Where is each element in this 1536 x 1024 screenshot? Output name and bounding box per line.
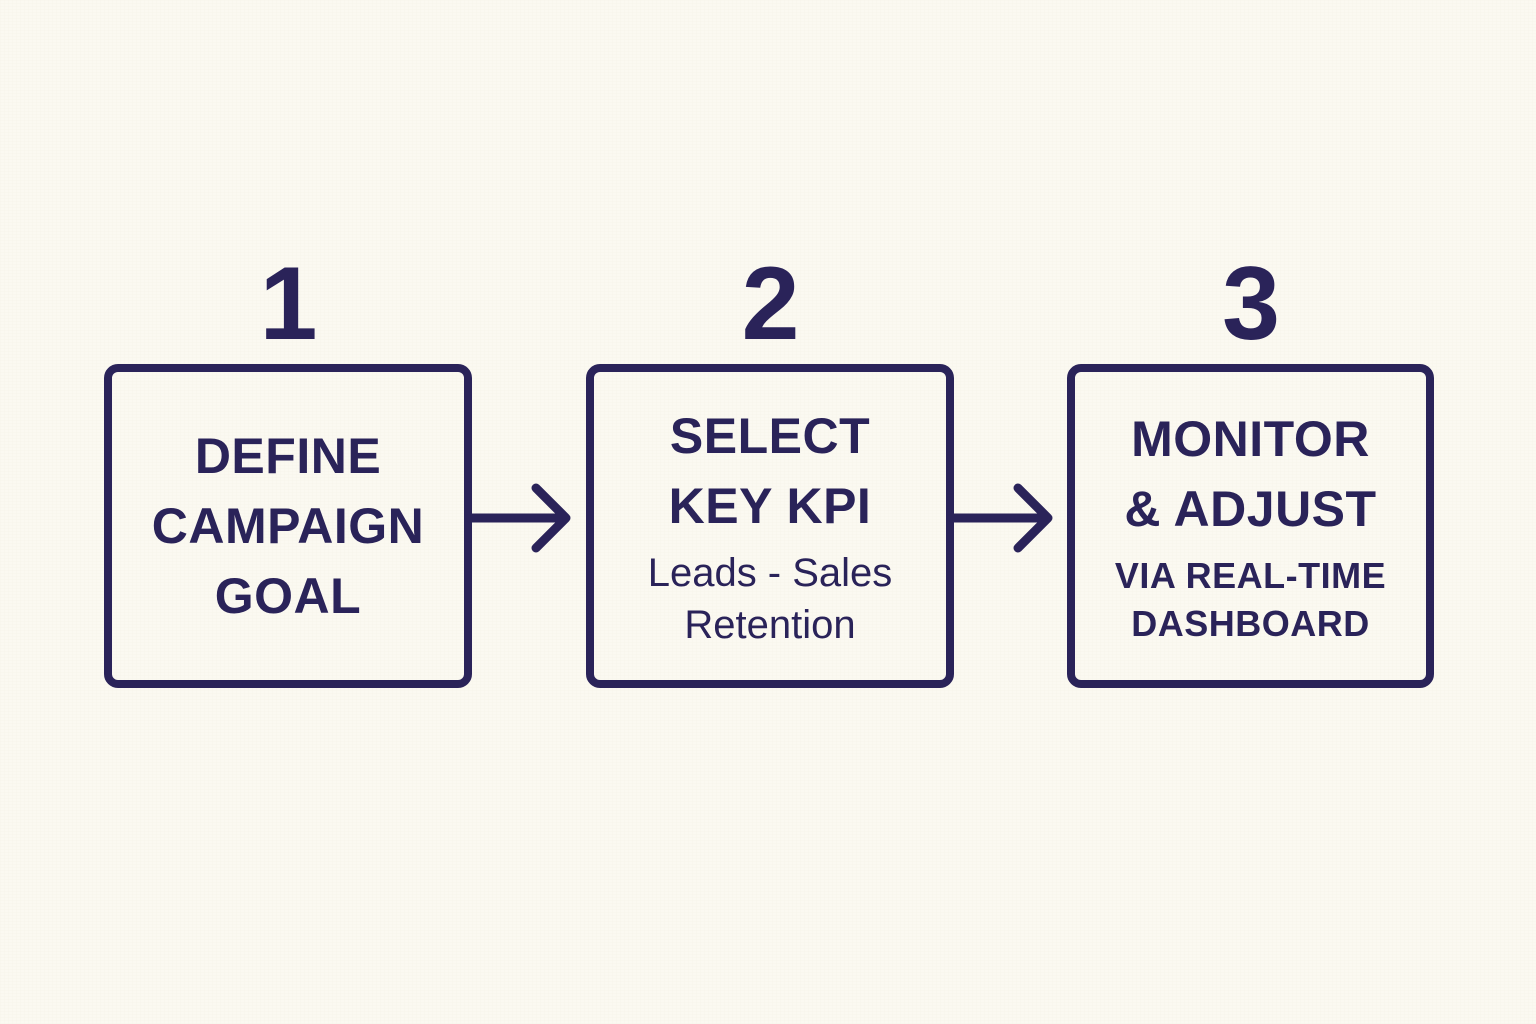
step-title-3: MONITOR & ADJUST: [1124, 411, 1377, 537]
process-step-2[interactable]: 2 SELECT KEY KPI Leads - Sales Retention: [586, 252, 954, 688]
step-number-3: 3: [1222, 246, 1280, 362]
step-title-2: SELECT KEY KPI: [668, 408, 872, 534]
arrow-right-icon: [466, 478, 584, 558]
step-number-1: 1: [259, 246, 318, 362]
process-step-3[interactable]: 3 MONITOR & ADJUST VIA REAL-TIME DASHBOA…: [1067, 252, 1434, 688]
step-subtitle-2: Leads - Sales Retention: [647, 551, 893, 647]
step-number-2: 2: [741, 246, 800, 362]
arrow-right-icon: [948, 478, 1066, 558]
step-box-2[interactable]: SELECT KEY KPI Leads - Sales Retention: [586, 364, 954, 688]
step-box-1[interactable]: DEFINE CAMPAIGN GOAL: [104, 364, 472, 688]
step-subtitle-3: VIA REAL-TIME DASHBOARD: [1114, 555, 1387, 644]
process-step-1[interactable]: 1 DEFINE CAMPAIGN GOAL: [104, 252, 472, 688]
step-title-1: DEFINE CAMPAIGN GOAL: [151, 428, 425, 624]
step-box-3[interactable]: MONITOR & ADJUST VIA REAL-TIME DASHBOARD: [1067, 364, 1434, 688]
